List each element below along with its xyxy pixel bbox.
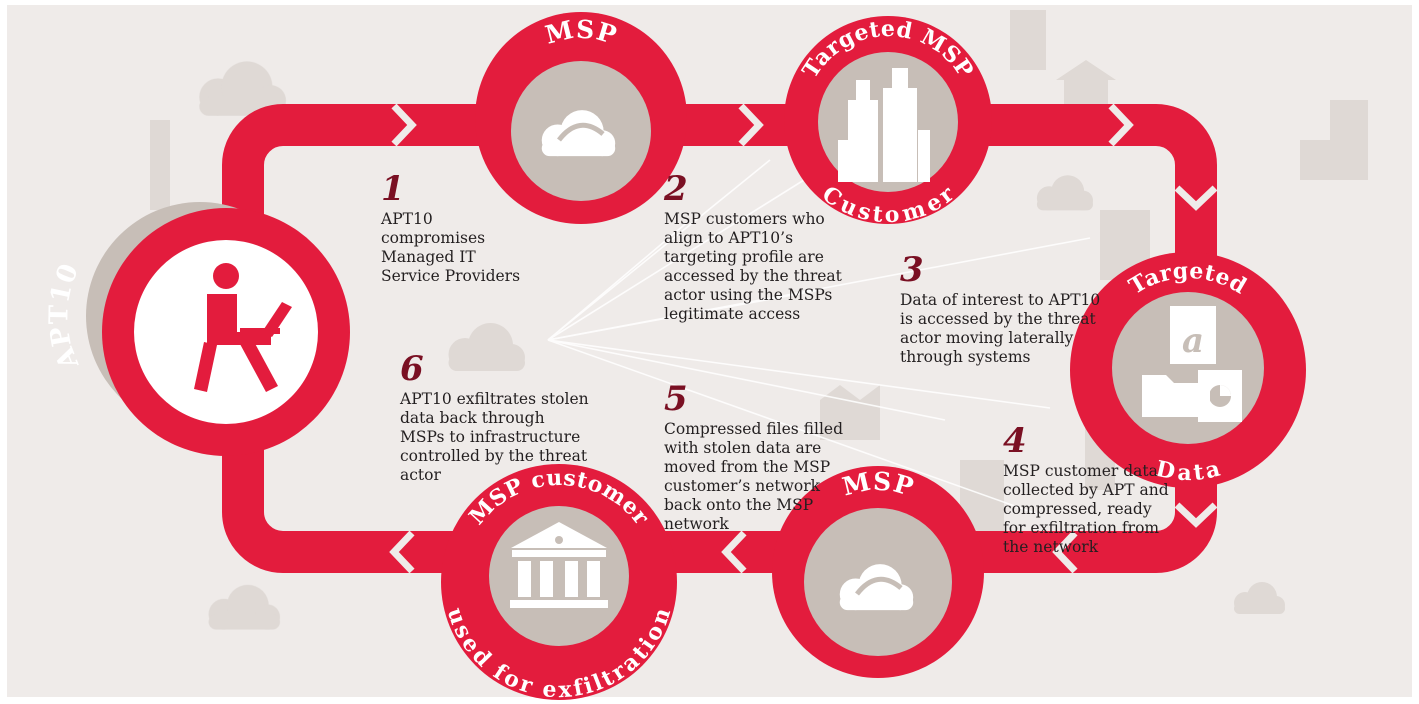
node-targeted-msp-customer: Targeted MSP Customer — [784, 16, 992, 228]
buildings-icon — [838, 68, 930, 182]
step-number: 3 — [900, 250, 924, 290]
background-rays — [547, 159, 1091, 516]
step-4: 4 MSP customer data collected by APT and… — [1003, 421, 1174, 556]
node-targeted-data: a Targeted Data — [1070, 252, 1306, 488]
node-msp-top: MSP — [475, 12, 687, 224]
files-folder-icon: a — [1142, 306, 1242, 422]
step-3: 3 Data of interest to APT10 is accessed … — [900, 250, 1105, 366]
step-text: MSP customer data collected by APT and c… — [1003, 462, 1174, 556]
step-number: 2 — [663, 169, 688, 209]
step-text: APT10 compromises Managed IT Service Pro… — [380, 210, 520, 285]
step-number: 1 — [381, 169, 405, 209]
person-laptop-icon — [194, 263, 292, 392]
step-6: 6 APT10 exfiltrates stolen data back thr… — [399, 349, 594, 484]
bank-icon — [510, 522, 608, 608]
flow-chevrons — [389, 103, 1218, 574]
step-2: 2 MSP customers who align to APT10’s tar… — [663, 169, 847, 323]
step-text: Data of interest to APT10 is accessed by… — [900, 291, 1105, 366]
node-msp-bottom: MSP — [772, 466, 984, 678]
step-1: 1 APT10 compromises Managed IT Service P… — [380, 169, 520, 285]
node-msp-customer-exfiltration: MSP customer used for exfiltration — [441, 464, 677, 703]
step-number: 5 — [664, 379, 688, 419]
step-5: 5 Compressed files filled with stolen da… — [664, 379, 848, 533]
node-apt10: APT10 — [44, 202, 350, 456]
file-glyph: a — [1182, 321, 1204, 361]
step-text: MSP customers who align to APT10’s targe… — [664, 210, 847, 323]
step-text: Compressed files filled with stolen data… — [664, 420, 848, 533]
node-label-targeted-data-bottom: Data — [1153, 456, 1222, 487]
step-number: 6 — [400, 349, 424, 389]
step-number: 4 — [1003, 421, 1027, 461]
svg-text:Data: Data — [1153, 456, 1223, 487]
step-text: APT10 exfiltrates stolen data back throu… — [399, 390, 594, 484]
